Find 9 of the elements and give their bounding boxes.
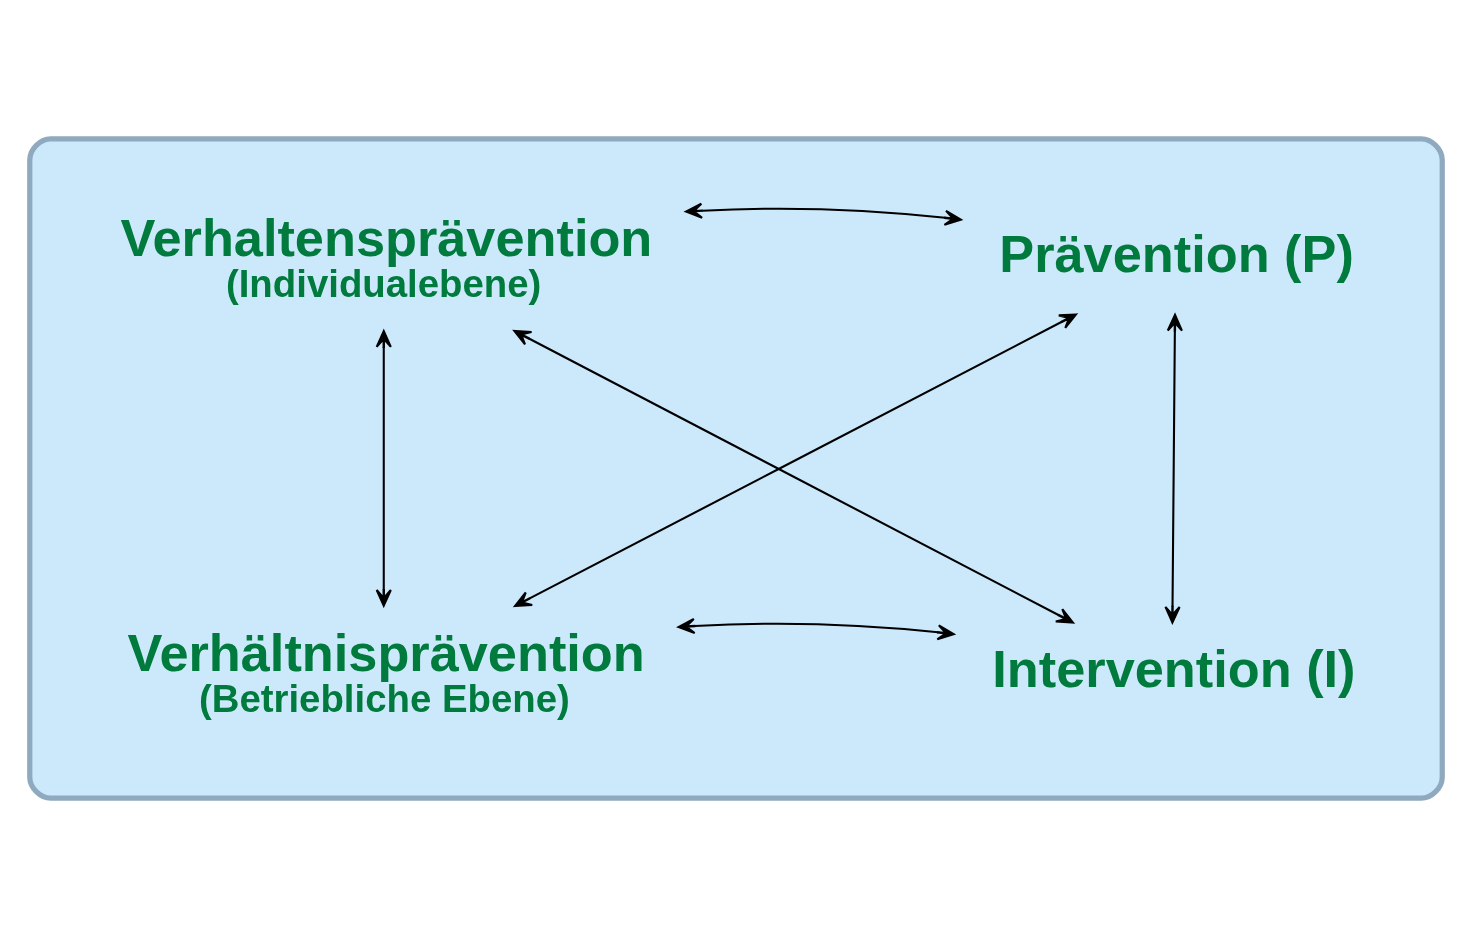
arrow	[677, 617, 955, 641]
arrow	[375, 330, 392, 607]
arrow	[685, 202, 962, 226]
node-text: Prävention (P)	[999, 225, 1354, 284]
cluster	[27, 136, 1445, 801]
node-text: Verhältnisprävention (Betriebliche Ebene)	[127, 623, 645, 720]
node-text: Intervention (I)	[992, 640, 1356, 699]
node-text: Verhaltensprävention (Individualebene)	[120, 208, 653, 305]
arrow	[1164, 313, 1183, 624]
